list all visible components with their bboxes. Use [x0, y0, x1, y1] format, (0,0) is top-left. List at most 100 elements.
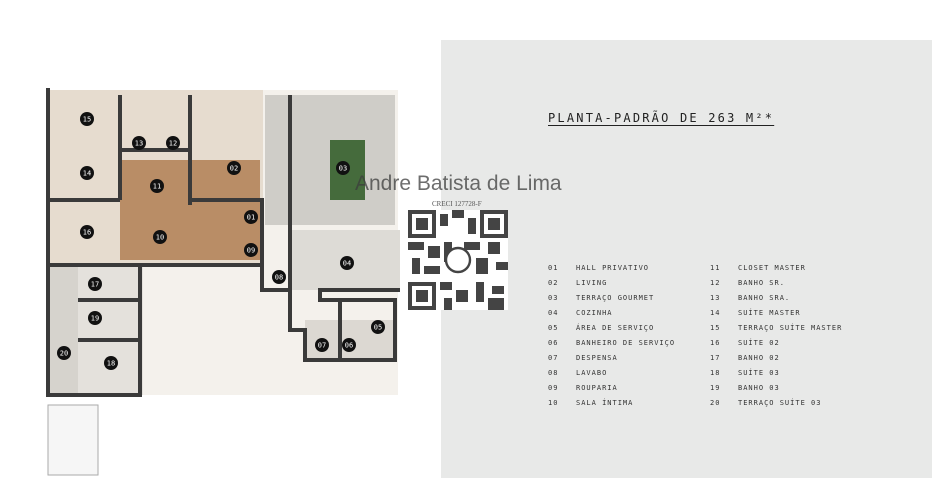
legend-item: 20 TERRAÇO SUÍTE 03 — [710, 399, 842, 414]
room-number: 16 — [83, 229, 91, 237]
legend-number: 04 — [548, 309, 559, 317]
legend-number: 01 — [548, 264, 559, 272]
legend-panel — [441, 40, 932, 478]
room-marker: 07 — [315, 338, 329, 352]
room-number: 20 — [60, 350, 68, 358]
room-marker: 17 — [88, 277, 102, 291]
legend-number: 19 — [710, 384, 721, 392]
legend-number: 20 — [710, 399, 721, 407]
floor-plan: 15 13 12 02 03 14 11 01 16 10 09 04 08 17 19 05 07 06 20 18 — [46, 88, 400, 476]
legend-item: 11 CLOSET MASTER — [710, 264, 842, 279]
legend-item: 15 TERRAÇO SUÍTE MASTER — [710, 324, 842, 339]
legend-item: 02 LIVING — [548, 279, 675, 294]
legend-label: TERRAÇO SUÍTE MASTER — [738, 324, 843, 332]
room-number: 05 — [374, 324, 382, 332]
room-marker: 19 — [88, 311, 102, 325]
legend-label: TERRAÇO SUÍTE 03 — [738, 399, 822, 407]
room-marker: 13 — [132, 136, 146, 150]
legend-item: 19 BANHO 03 — [710, 384, 842, 399]
room-number: 03 — [339, 165, 347, 173]
legend-number: 11 — [710, 264, 721, 272]
legend-label: SUÍTE 02 — [738, 339, 780, 347]
legend-label: LAVABO — [576, 369, 608, 377]
agent-name-watermark: Andre Batista de Lima — [355, 172, 562, 195]
room-number: 19 — [91, 315, 99, 323]
legend-number: 14 — [710, 309, 721, 317]
room-marker: 01 — [244, 210, 258, 224]
legend-number: 13 — [710, 294, 721, 302]
legend-number: 03 — [548, 294, 559, 302]
room-number: 11 — [153, 183, 161, 191]
legend-number: 12 — [710, 279, 721, 287]
legend-label: BANHO SRA. — [738, 294, 791, 302]
legend-label: BANHO 02 — [738, 354, 780, 362]
legend-label: TERRAÇO GOURMET — [576, 294, 655, 302]
room-marker: 12 — [166, 136, 180, 150]
legend-label: BANHO SR. — [738, 279, 785, 287]
legend-item: 12 BANHO SR. — [710, 279, 842, 294]
room-number: 08 — [275, 274, 283, 282]
room-number: 04 — [343, 260, 351, 268]
room-marker: 10 — [153, 230, 167, 244]
room-number: 18 — [107, 360, 115, 368]
room-marker: 16 — [80, 225, 94, 239]
legend-label: SUÍTE MASTER — [738, 309, 801, 317]
whatsapp-qr-code[interactable] — [408, 210, 508, 310]
legend-number: 15 — [710, 324, 721, 332]
room-number: 17 — [91, 281, 99, 289]
legend-number: 16 — [710, 339, 721, 347]
legend-left: 01 HALL PRIVATIVO 02 LIVING 03 TERRAÇO GOURME… — [548, 264, 675, 414]
legend-label: BANHO 03 — [738, 384, 780, 392]
room-marker: 11 — [150, 179, 164, 193]
legend-label: HALL PRIVATIVO — [576, 264, 650, 272]
creci-number: CRECI 127728-F — [432, 200, 482, 208]
room-marker: 09 — [244, 243, 258, 257]
legend-label: CLOSET MASTER — [738, 264, 806, 272]
legend-label: LIVING — [576, 279, 608, 287]
legend-label: ÁREA DE SERVIÇO — [576, 324, 655, 332]
legend-number: 06 — [548, 339, 559, 347]
room-number: 01 — [247, 214, 255, 222]
room-marker: 04 — [340, 256, 354, 270]
room-marker: 18 — [104, 356, 118, 370]
room-number: 14 — [83, 170, 91, 178]
whatsapp-icon — [444, 246, 472, 274]
legend-item: 08 LAVABO — [548, 369, 675, 384]
legend-number: 08 — [548, 369, 559, 377]
room-marker: 20 — [57, 346, 71, 360]
room-marker: 02 — [227, 161, 241, 175]
room-marker: 08 — [272, 270, 286, 284]
legend-item: 04 COZINHA — [548, 309, 675, 324]
room-number: 13 — [135, 140, 143, 148]
room-marker: 15 — [80, 112, 94, 126]
room-number: 12 — [169, 140, 177, 148]
legend-item: 03 TERRAÇO GOURMET — [548, 294, 675, 309]
room-marker: 05 — [371, 320, 385, 334]
legend-item: 09 ROUPARIA — [548, 384, 675, 399]
room-marker: 06 — [342, 338, 356, 352]
legend-item: 17 BANHO 02 — [710, 354, 842, 369]
legend-number: 07 — [548, 354, 559, 362]
room-marker: 03 — [336, 161, 350, 175]
legend-number: 17 — [710, 354, 721, 362]
legend-item: 10 SALA ÍNTIMA — [548, 399, 675, 414]
legend-item: 01 HALL PRIVATIVO — [548, 264, 675, 279]
legend-number: 02 — [548, 279, 559, 287]
legend-label: COZINHA — [576, 309, 613, 317]
legend-label: BANHEIRO DE SERVIÇO — [576, 339, 676, 347]
room-number: 10 — [156, 234, 164, 242]
legend-label: SUÍTE 03 — [738, 369, 780, 377]
room-number: 09 — [247, 247, 255, 255]
legend-item: 14 SUÍTE MASTER — [710, 309, 842, 324]
legend-label: SALA ÍNTIMA — [576, 399, 634, 407]
room-number: 15 — [83, 116, 91, 124]
room-marker: 14 — [80, 166, 94, 180]
legend-number: 09 — [548, 384, 559, 392]
legend-number: 10 — [548, 399, 559, 407]
legend-label: ROUPARIA — [576, 384, 618, 392]
legend-item: 13 BANHO SRA. — [710, 294, 842, 309]
room-number: 07 — [318, 342, 326, 350]
